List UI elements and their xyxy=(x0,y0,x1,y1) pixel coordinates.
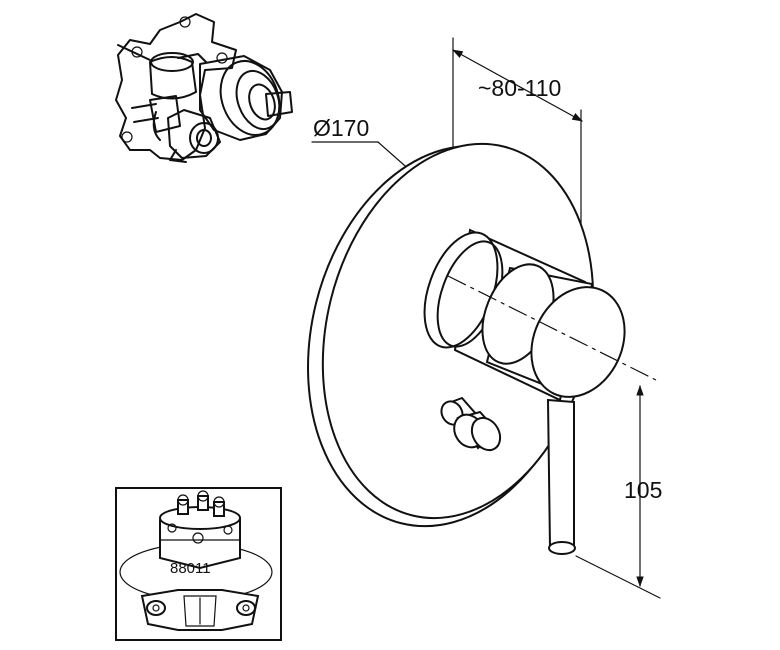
height-label: 105 xyxy=(624,477,662,503)
mixer-cover-plate-drawing xyxy=(307,142,657,555)
depth-label: ~80-110 xyxy=(478,75,561,101)
model-number-label: 88011 xyxy=(170,560,211,577)
diameter-dimension: Ø170 xyxy=(311,115,422,181)
diverter-knob-drawing xyxy=(440,396,502,452)
diameter-label: Ø170 xyxy=(313,115,369,141)
height-dimension: 105 xyxy=(575,384,662,599)
concealed-valve-body-drawing xyxy=(115,13,293,163)
rough-in-body-inset: 88011 xyxy=(115,487,282,641)
